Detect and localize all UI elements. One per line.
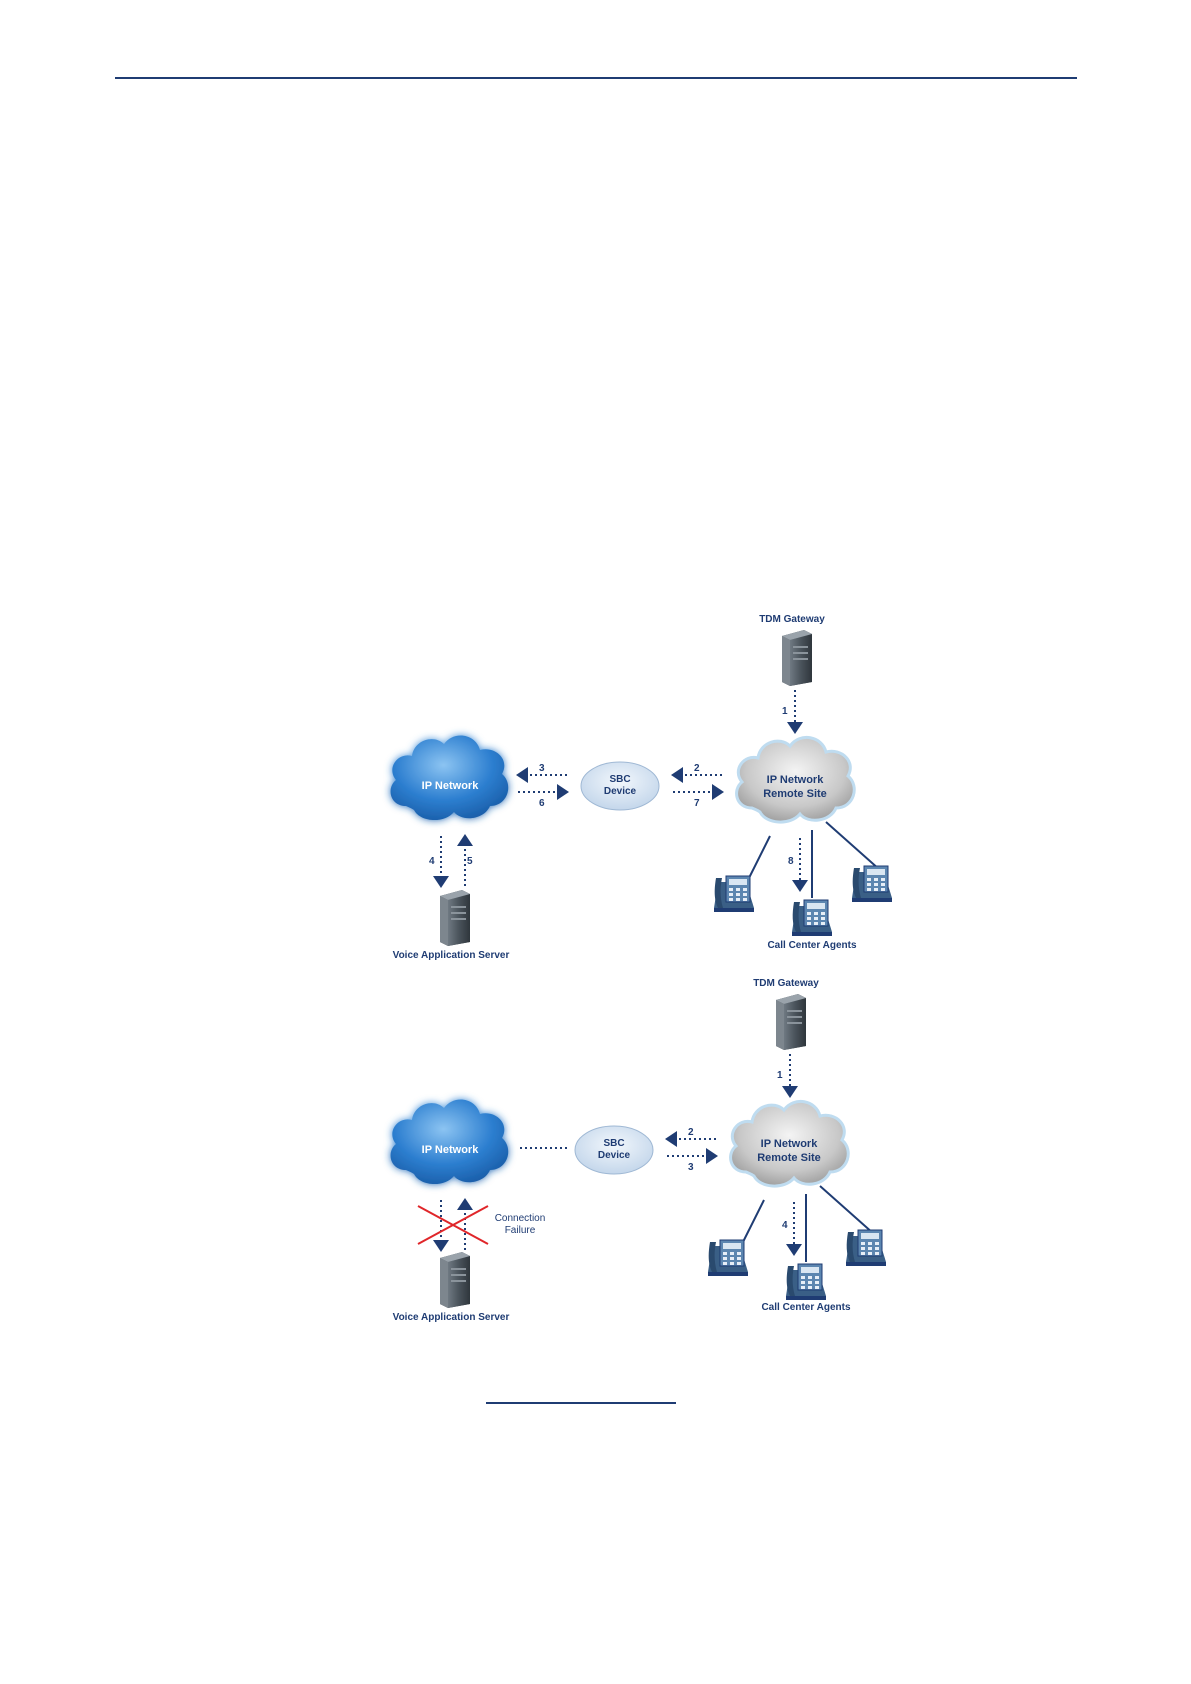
call-center-agents-label: Call Center Agents: [767, 940, 857, 951]
ip-network-cloud: IP Network: [391, 735, 509, 820]
sbc-line1: SBC: [603, 1138, 624, 1149]
step-5-label: 5: [467, 856, 473, 867]
remote-line2: Remote Site: [763, 788, 827, 800]
diagram-2: TDM Gateway 1 IP Network SBC Device IP N…: [391, 978, 886, 1323]
remote-site-cloud: IP Network Remote Site: [737, 737, 855, 822]
phone-icon: [852, 866, 892, 902]
remote-line2: Remote Site: [757, 1152, 821, 1164]
phone-icon: [792, 900, 832, 936]
sbc-line1: SBC: [609, 774, 630, 785]
step-6-label: 6: [539, 798, 545, 809]
phone-line-right: [826, 822, 880, 870]
voice-application-server-icon: [440, 1252, 470, 1308]
diagram-1: TDM Gateway 1 IP Network SBC Device IP N…: [391, 614, 892, 961]
step-2-label: 2: [694, 763, 700, 774]
step-1-label: 1: [777, 1070, 783, 1081]
connection-failure-line1: Connection: [495, 1213, 546, 1224]
sbc-device: SBC Device: [575, 1126, 653, 1174]
hyperlink-underline[interactable]: [486, 1402, 676, 1404]
remote-site-cloud: IP Network Remote Site: [731, 1101, 849, 1186]
sbc-device: SBC Device: [581, 762, 659, 810]
sbc-line2: Device: [604, 786, 637, 797]
phone-line-left: [748, 836, 770, 880]
voice-app-server-label: Voice Application Server: [393, 1312, 510, 1323]
failure-cross-icon: [418, 1206, 488, 1244]
voice-application-server-icon: [440, 890, 470, 946]
phone-icon: [714, 876, 754, 912]
tdm-gateway-server-icon: [776, 994, 806, 1050]
step-3-label: 3: [688, 1162, 694, 1173]
voice-app-server-label: Voice Application Server: [393, 950, 510, 961]
phone-icon: [708, 1240, 748, 1276]
step-4-label: 4: [429, 856, 435, 867]
tdm-gateway-server-icon: [782, 630, 812, 686]
tdm-gateway-label: TDM Gateway: [753, 978, 819, 989]
step-1-label: 1: [782, 706, 788, 717]
step-4-label: 4: [782, 1220, 788, 1231]
ip-network-label: IP Network: [422, 1144, 480, 1156]
phone-icon: [786, 1264, 826, 1300]
connection-failure-line2: Failure: [505, 1225, 536, 1236]
phone-icon: [846, 1230, 886, 1266]
step-7-label: 7: [694, 798, 700, 809]
phone-line-right: [820, 1186, 874, 1234]
remote-line1: IP Network: [767, 774, 825, 786]
ip-network-label: IP Network: [422, 780, 480, 792]
step-3-label: 3: [539, 763, 545, 774]
remote-line1: IP Network: [761, 1138, 819, 1150]
step-8-label: 8: [788, 856, 794, 867]
sbc-line2: Device: [598, 1150, 631, 1161]
ip-network-cloud: IP Network: [391, 1099, 509, 1184]
call-center-agents-label: Call Center Agents: [761, 1302, 851, 1313]
tdm-gateway-label: TDM Gateway: [759, 614, 825, 625]
phone-line-left: [742, 1200, 764, 1244]
step-2-label: 2: [688, 1127, 694, 1138]
